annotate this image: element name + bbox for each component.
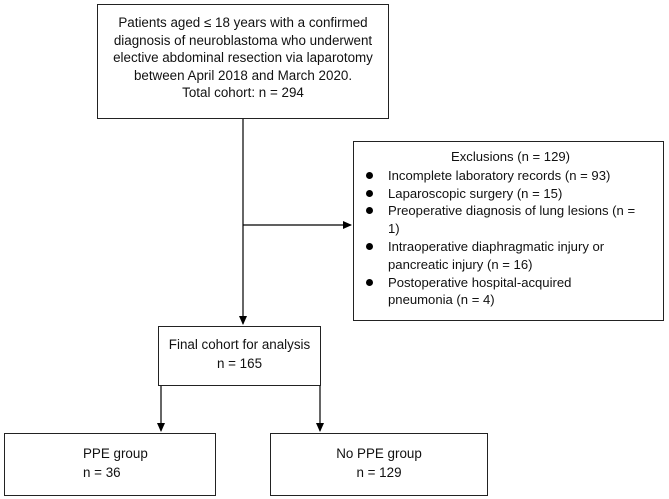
final-cohort-label: Final cohort for analysis xyxy=(168,337,311,352)
ppe-group-label: PPE group xyxy=(83,446,148,461)
exclusion-item: Laparoscopic surgery (n = 15) xyxy=(354,185,663,203)
ppe-group-box: PPE group n = 36 xyxy=(4,433,216,496)
exclusions-box: Exclusions (n = 129) Incomplete laborato… xyxy=(353,141,664,321)
exclusion-item-text: 1) xyxy=(388,221,400,237)
exclusion-item-text: Preoperative diagnosis of lung lesions (… xyxy=(388,203,636,219)
total-cohort-box: Patients aged ≤ 18 years with a confirme… xyxy=(97,4,389,119)
total-cohort-line: elective abdominal resection via laparot… xyxy=(113,50,373,65)
exclusion-item-text: Postoperative hospital-acquired xyxy=(388,274,572,290)
exclusion-item: Incomplete laboratory records (n = 93) xyxy=(354,167,663,185)
total-cohort-line: diagnosis of neuroblastoma who underwent xyxy=(113,32,373,48)
exclusion-item-text: pneumonia (n = 4) xyxy=(388,292,495,308)
exclusion-item: Intraoperative diaphragmatic injury or p… xyxy=(354,238,663,274)
exclusion-item: Preoperative diagnosis of lung lesions (… xyxy=(354,202,663,238)
bullet-icon xyxy=(366,189,373,197)
exclusion-item-text: Incomplete laboratory records (n = 93) xyxy=(388,167,611,183)
total-cohort-count: Total cohort: n = 294 xyxy=(182,85,304,100)
exclusion-item: Postoperative hospital-acquired pneumoni… xyxy=(354,274,663,310)
final-cohort-box: Final cohort for analysis n = 165 xyxy=(158,326,321,386)
exclusions-list: Incomplete laboratory records (n = 93) L… xyxy=(354,167,663,309)
no-ppe-group-count: n = 129 xyxy=(356,465,402,480)
exclusion-item-text: Laparoscopic surgery (n = 15) xyxy=(388,185,563,201)
bullet-icon xyxy=(366,171,373,179)
bullet-icon xyxy=(366,242,373,250)
final-cohort-count: n = 165 xyxy=(216,356,263,371)
exclusions-title: Exclusions (n = 129) xyxy=(451,149,570,164)
bullet-icon xyxy=(366,207,373,215)
ppe-group-count: n = 36 xyxy=(83,465,121,480)
total-cohort-line: between April 2018 and March 2020. xyxy=(133,67,353,83)
no-ppe-group-label: No PPE group xyxy=(336,446,422,461)
total-cohort-line: Patients aged ≤ 18 years with a confirme… xyxy=(118,15,368,30)
no-ppe-group-box: No PPE group n = 129 xyxy=(270,433,488,496)
exclusion-item-text: Intraoperative diaphragmatic injury or xyxy=(388,238,605,254)
bullet-icon xyxy=(366,278,373,286)
exclusion-item-text: pancreatic injury (n = 16) xyxy=(388,256,533,272)
